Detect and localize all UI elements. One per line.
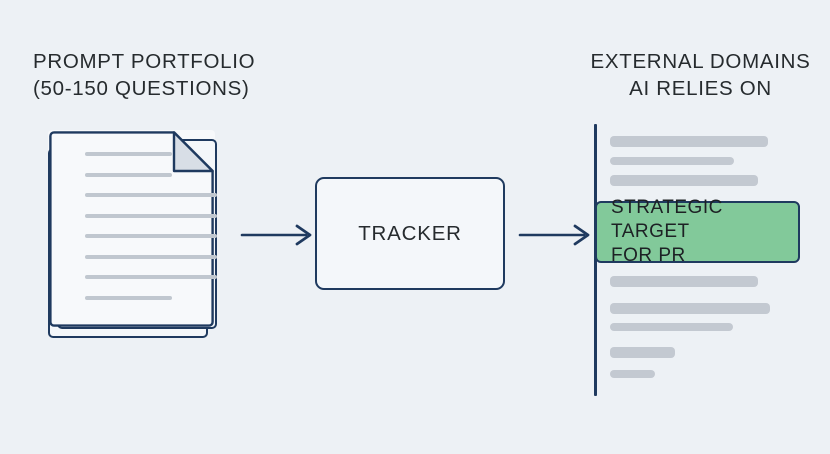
domain-bar-item <box>610 276 758 287</box>
status-badge-label: STRATEGIC TARGET FOR PR <box>611 197 723 266</box>
domain-bar-item <box>610 157 734 165</box>
arrow-tracker-to-domains <box>518 224 590 246</box>
domain-bar-item <box>610 370 655 378</box>
document-text-line <box>85 295 173 300</box>
document-text-line <box>85 234 217 238</box>
document-text-line <box>85 275 217 279</box>
page-title-left: PROMPT PORTFOLIO (50-150 QUESTIONS) <box>33 50 256 100</box>
document-text-line <box>85 213 217 218</box>
arrow-documents-to-tracker <box>240 224 312 246</box>
document-text-line <box>85 152 173 156</box>
stacked-documents-icon <box>48 130 233 340</box>
domain-bar-item <box>610 323 733 331</box>
domain-bar-item <box>610 347 675 358</box>
domain-bar-item <box>610 136 768 147</box>
domain-list-panel: STRATEGIC TARGET FOR PR <box>560 118 820 403</box>
status-badge-strategic-target[interactable]: STRATEGIC TARGET FOR PR <box>595 197 800 266</box>
document-text-line <box>85 172 173 177</box>
tracker-node[interactable]: TRACKER <box>315 177 505 290</box>
document-text-line <box>85 254 217 259</box>
document-text-line <box>85 193 217 197</box>
domain-bar-item <box>610 175 758 186</box>
document-text-lines <box>85 152 217 317</box>
tracker-label: TRACKER <box>358 221 462 245</box>
document-sheet-front <box>48 130 217 328</box>
page-title-right: EXTERNAL DOMAINS AI RELIES ON <box>590 50 811 100</box>
domain-bar-item <box>610 303 770 314</box>
